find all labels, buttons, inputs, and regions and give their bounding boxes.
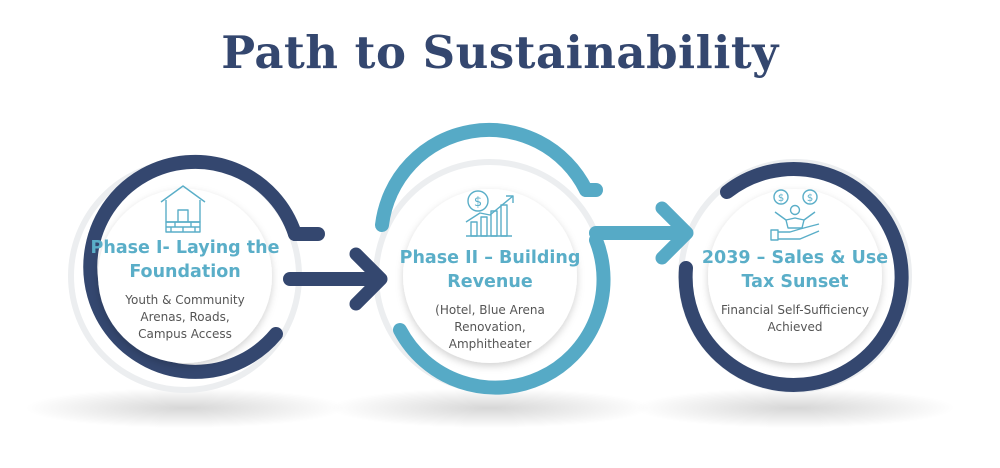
svg-text:$: $ bbox=[778, 193, 784, 204]
phase-2: Phase II – Building Revenue (Hotel, Blue… bbox=[395, 246, 585, 353]
ring-2 bbox=[375, 122, 593, 232]
arrow-2-head bbox=[655, 201, 694, 265]
house-icon bbox=[160, 185, 206, 233]
phase-1-desc-line-3: Campus Access bbox=[138, 327, 232, 341]
phase-1-title-line-1: Phase I- Laying the bbox=[90, 238, 280, 258]
phase-3-title-line-1: 2039 – Sales & Use bbox=[701, 248, 889, 268]
svg-text:$: $ bbox=[807, 193, 813, 204]
floor-shadow-2 bbox=[330, 388, 650, 428]
revenue-chart-icon: $ bbox=[465, 190, 514, 237]
phase-1-desc-line-1: Youth & Community bbox=[125, 293, 245, 307]
phase-2-desc-line-3: Amphitheater bbox=[448, 337, 532, 351]
phase-2-title: Phase II – Building Revenue bbox=[395, 246, 585, 294]
ring-3 bbox=[678, 162, 909, 392]
ring-2-bottom bbox=[393, 233, 611, 395]
phase-1-desc-line-2: Arenas, Roads, bbox=[140, 310, 230, 324]
svg-text:$: $ bbox=[474, 195, 482, 210]
phase-1-title-line-2: Foundation bbox=[129, 262, 241, 282]
phase-3-title: 2039 – Sales & Use Tax Sunset bbox=[700, 246, 890, 294]
phase-1-title: Phase I- Laying the Foundation bbox=[90, 236, 280, 284]
phase-1: Phase I- Laying the Foundation Youth & C… bbox=[90, 236, 280, 343]
phase-2-title-line-1: Phase II – Building bbox=[399, 248, 581, 268]
card-1 bbox=[98, 189, 272, 363]
page-title: Path to Sustainability bbox=[221, 26, 779, 79]
phase-1-description: Youth & Community Arenas, Roads, Campus … bbox=[90, 292, 280, 343]
phase-3-title-line-2: Tax Sunset bbox=[741, 272, 849, 292]
arrow-1-head bbox=[349, 247, 388, 311]
phase-3-desc-line-1: Financial Self-Sufficiency bbox=[720, 303, 870, 317]
floor-shadow-1 bbox=[25, 388, 345, 428]
phase-3: 2039 – Sales & Use Tax Sunset Financial … bbox=[700, 246, 890, 336]
money-hand-icon: $ $ bbox=[770, 189, 820, 241]
phase-3-desc-line-2: Achieved bbox=[767, 320, 823, 334]
phase-2-desc-line-1: (Hotel, Blue Arena bbox=[435, 303, 545, 317]
phase-2-title-line-2: Revenue bbox=[447, 272, 533, 292]
floor-shadow-3 bbox=[635, 388, 955, 428]
phase-3-description: Financial Self-Sufficiency Achieved bbox=[700, 302, 890, 336]
ring-1 bbox=[83, 154, 302, 379]
phase-2-description: (Hotel, Blue Arena Renovation, Amphithea… bbox=[395, 302, 585, 353]
phase-2-desc-line-2: Renovation, bbox=[454, 320, 526, 334]
card-2 bbox=[403, 189, 577, 363]
card-3 bbox=[708, 189, 882, 363]
